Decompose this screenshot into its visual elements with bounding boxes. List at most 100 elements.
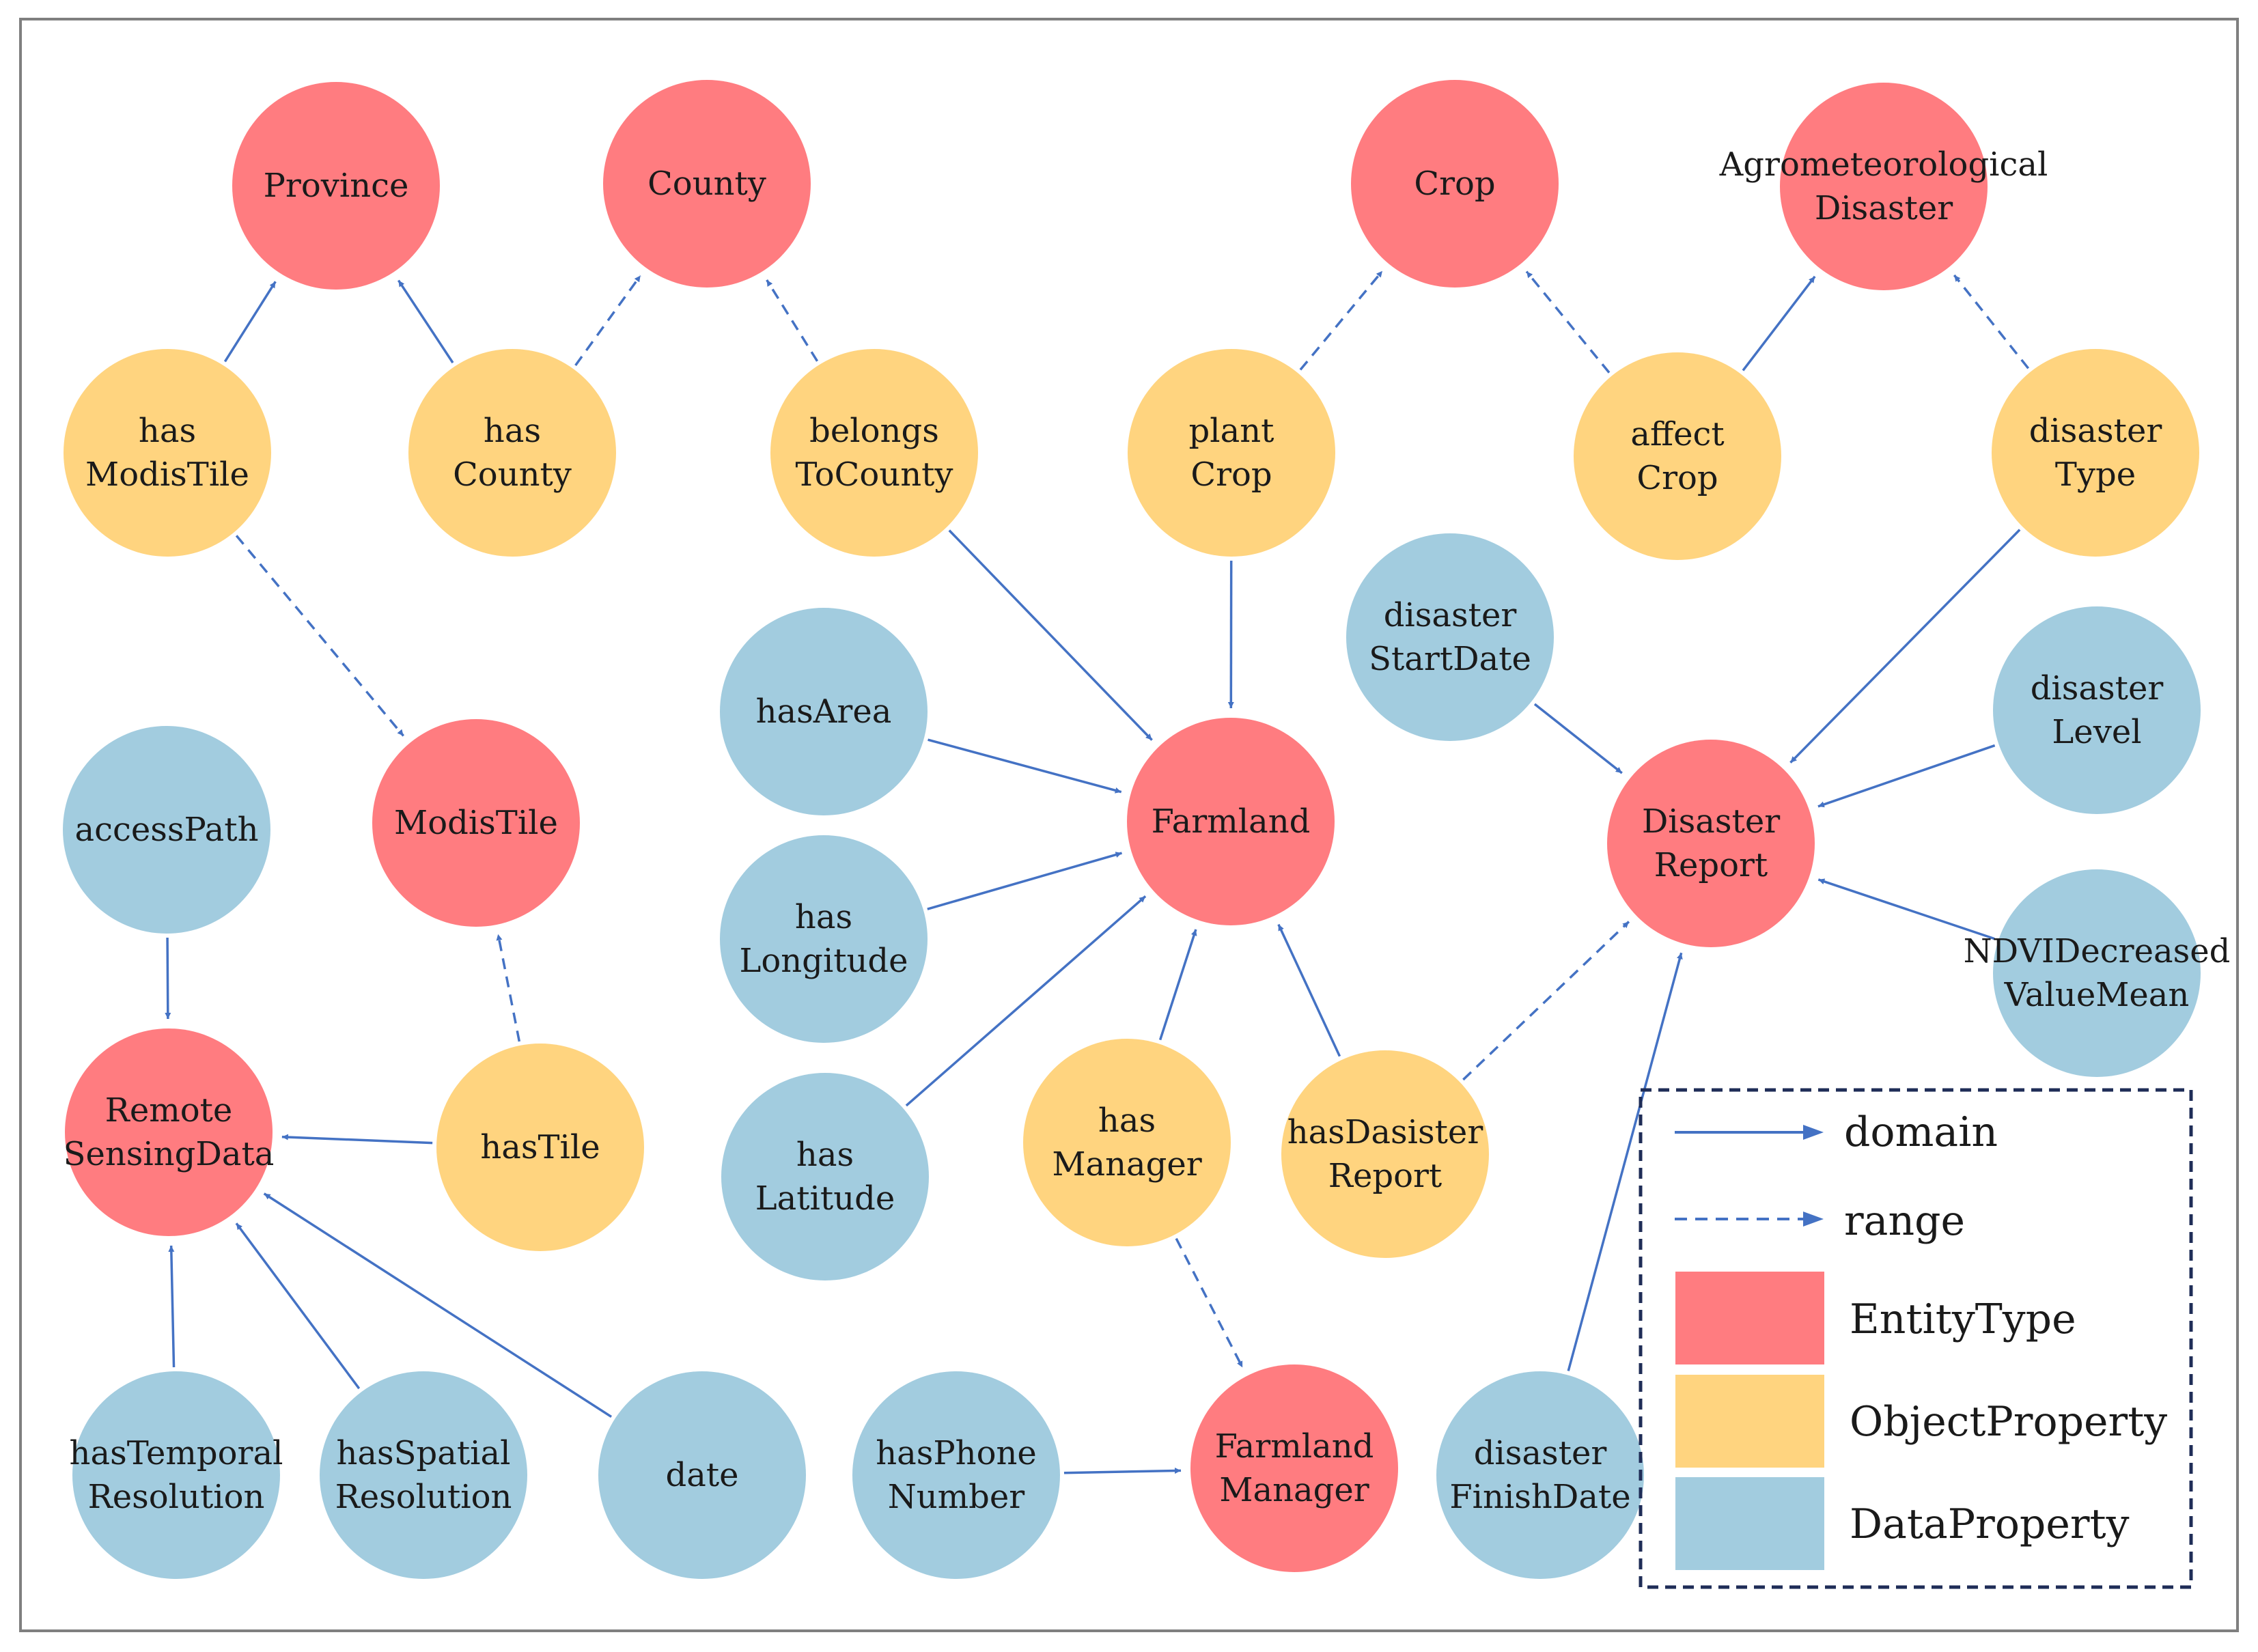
node-county: County <box>603 80 811 288</box>
edge-domain-ndvi-to-disasterreport <box>1817 878 1995 940</box>
node-circle-disasterfinishdate <box>1436 1371 1644 1579</box>
figure-frame <box>19 18 2239 1632</box>
node-label-hasmodistile: has <box>139 412 196 450</box>
node-label-hasdisasterreport: Report <box>1328 1157 1442 1195</box>
node-circle-hasmodistile <box>64 349 271 557</box>
node-circle-plantcrop <box>1128 349 1335 557</box>
node-label-plantcrop: plant <box>1189 412 1274 450</box>
node-circle-haslongitude <box>720 835 928 1043</box>
edge-range-disastertype-to-agro <box>1953 274 2030 369</box>
node-label-farmlandmanager: Farmland <box>1215 1427 1374 1466</box>
edge-range-belongstocounty-to-county <box>766 279 819 362</box>
node-circle-agro <box>1780 83 1988 290</box>
edge-domain-disasterstartdate-to-disasterreport <box>1533 703 1623 774</box>
node-label-disasterstartdate: StartDate <box>1369 640 1531 678</box>
node-label-disastertype: disaster <box>2029 412 2162 450</box>
node-hastile: hasTile <box>436 1044 644 1251</box>
node-label-hasmanager: has <box>1098 1102 1156 1140</box>
edge-domain-hasmodistile-to-province <box>223 281 277 363</box>
node-label-farmlandmanager: Manager <box>1219 1471 1369 1509</box>
node-circle-crop <box>1351 80 1559 288</box>
node-label-modistile: ModisTile <box>394 804 558 842</box>
edge-range-hasmodistile-to-modistile <box>235 535 405 737</box>
node-label-remotesensing: Remote <box>105 1091 233 1130</box>
node-label-hasmodistile: ModisTile <box>85 456 249 494</box>
edge-domain-hascounty-to-province <box>397 279 454 364</box>
node-label-remotesensing: SensingData <box>64 1135 275 1173</box>
node-circle-disasterreport <box>1607 740 1815 947</box>
node-label-disasterfinishdate: FinishDate <box>1449 1478 1630 1516</box>
legend-border <box>1639 1088 2193 1589</box>
node-circle-farmland <box>1127 718 1335 925</box>
edge-domain-hasspatial-to-remotesensing <box>235 1222 361 1390</box>
legend-entity-label: EntityType <box>1850 1296 2076 1343</box>
edge-domain-belongstocounty-to-farmland <box>948 529 1153 741</box>
node-circle-hastile <box>436 1044 644 1251</box>
node-label-hasspatial: hasSpatial <box>337 1434 511 1472</box>
node-circle-hasmanager <box>1023 1039 1231 1246</box>
node-label-hastemporal: hasTemporal <box>70 1434 283 1472</box>
node-circle-affectcrop <box>1574 352 1781 560</box>
legend-data-label: DataProperty <box>1850 1500 2130 1548</box>
edge-domain-hasmanager-to-farmland <box>1158 929 1197 1041</box>
node-label-hasphonenumber: hasPhone <box>876 1434 1037 1472</box>
node-circle-hasarea <box>720 608 928 815</box>
node-circle-farmlandmanager <box>1190 1364 1398 1572</box>
node-circle-haslatitude <box>721 1073 929 1280</box>
node-circle-belongstocounty <box>770 349 978 557</box>
node-label-ndvi: ValueMean <box>2004 976 2190 1014</box>
edge-domain-affectcrop-to-agro <box>1742 275 1816 372</box>
node-circle-disasterstartdate <box>1346 533 1554 741</box>
node-modistile: ModisTile <box>372 719 580 927</box>
edge-range-affectcrop-to-crop <box>1525 270 1611 374</box>
node-label-disasterstartdate: disaster <box>1384 596 1517 634</box>
node-date: date <box>598 1371 806 1579</box>
edge-domain-hasdisasterreport-to-farmland <box>1277 923 1341 1057</box>
legend-range-arrowhead <box>1803 1212 1824 1227</box>
node-circle-remotesensing <box>65 1028 273 1236</box>
node-label-disasterlevel: Level <box>2052 713 2141 751</box>
node-circle-province <box>232 82 440 290</box>
edge-domain-hasphonenumber-to-farmlandmanager <box>1063 1468 1182 1474</box>
node-accesspath: accessPath <box>63 726 270 934</box>
node-label-haslongitude: has <box>795 898 852 936</box>
edge-range-hasdisasterreport-to-disasterreport <box>1462 921 1630 1081</box>
legend: domain range EntityType ObjectProperty D… <box>1639 1088 2193 1589</box>
node-hasarea: hasArea <box>720 608 928 815</box>
node-label-hascounty: has <box>484 412 541 450</box>
node-label-accesspath: accessPath <box>74 811 258 849</box>
node-label-hasdisasterreport: hasDasister <box>1287 1113 1483 1151</box>
node-label-haslongitude: Longitude <box>739 942 908 980</box>
node-label-province: Province <box>264 167 409 205</box>
node-label-date: date <box>665 1456 738 1494</box>
node-circle-modistile <box>372 719 580 927</box>
node-circle-date <box>598 1371 806 1579</box>
node-circle-disastertype <box>1992 349 2199 557</box>
node-label-haslatitude: has <box>796 1136 854 1174</box>
edge-range-hasmanager-to-farmlandmanager <box>1175 1237 1244 1369</box>
node-circle-accesspath <box>63 726 270 934</box>
edge-domain-haslatitude-to-farmland <box>905 895 1147 1107</box>
node-label-hastile: hasTile <box>480 1128 600 1166</box>
node-label-agro: Disaster <box>1815 189 1953 227</box>
node-label-disastertype: Type <box>2055 456 2136 494</box>
edge-domain-disasterfinishdate-to-disasterreport <box>1567 952 1683 1371</box>
node-label-affectcrop: Crop <box>1636 459 1718 497</box>
legend-domain-arrowhead <box>1803 1125 1824 1140</box>
legend-domain-label: domain <box>1844 1108 1998 1156</box>
node-label-disasterlevel: disaster <box>2031 669 2164 708</box>
node-province: Province <box>232 82 440 290</box>
